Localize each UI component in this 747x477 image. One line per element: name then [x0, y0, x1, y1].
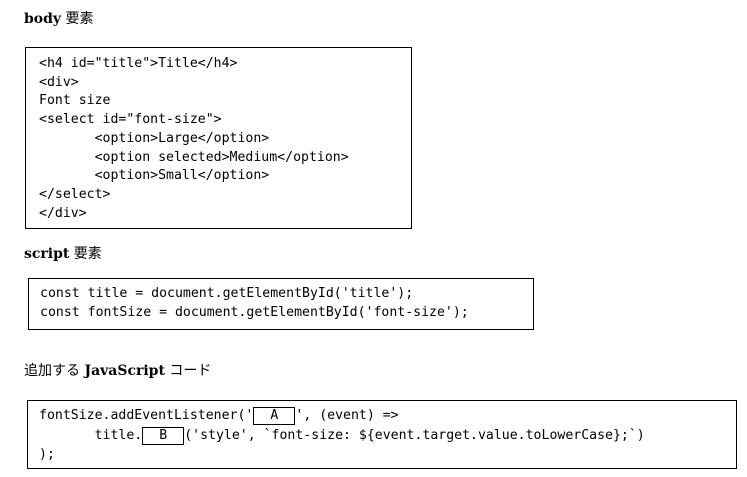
script-element-heading: script 要素: [24, 245, 102, 263]
body-code-line: <select id="font-size">: [39, 112, 222, 127]
line2-post: ('style', `font-size: ${event.target.val…: [184, 428, 645, 443]
body-code-line: <h4 id="title">Title</h4>: [39, 56, 238, 71]
added-heading-bold: JavaScript: [84, 363, 165, 379]
body-code-line: <option>Small</option>: [39, 168, 270, 183]
body-code-line: </div>: [39, 206, 87, 221]
added-code-line-2: title.B('style', `font-size: ${event.tar…: [39, 427, 645, 445]
body-heading-rest: 要素: [61, 11, 94, 27]
body-code-line: </select>: [39, 187, 111, 202]
added-code-line-1: fontSize.addEventListener('A', (event) =…: [39, 407, 399, 425]
script-heading-bold: script: [24, 246, 70, 262]
script-code-box: const title = document.getElementById('t…: [28, 278, 534, 330]
line2-pre: title.: [39, 428, 143, 443]
blank-a: A: [253, 407, 296, 425]
body-heading-bold: body: [24, 11, 62, 27]
body-element-heading: body 要素: [24, 10, 94, 28]
script-code-line: const fontSize = document.getElementById…: [40, 305, 469, 320]
line1-pre: fontSize.addEventListener(': [39, 408, 254, 423]
added-code-line-3: );: [39, 447, 55, 462]
script-code-line: const title = document.getElementById('t…: [40, 286, 414, 301]
blank-b: B: [142, 427, 185, 445]
added-heading-rest: コード: [164, 363, 212, 379]
body-code-line: <option>Large</option>: [39, 131, 270, 146]
body-code-line: <div>: [39, 75, 79, 90]
body-code-box: <h4 id="title">Title</h4> <div> Font siz…: [25, 47, 412, 229]
added-code-heading: 追加する JavaScript コード: [24, 362, 211, 380]
body-code-line: <option selected>Medium</option>: [39, 150, 349, 165]
script-heading-rest: 要素: [69, 246, 102, 262]
body-code-line: Font size: [39, 93, 111, 108]
added-heading-pre: 追加する: [24, 363, 85, 379]
added-code-box: fontSize.addEventListener('A', (event) =…: [27, 400, 737, 469]
line1-post: ', (event) =>: [295, 408, 399, 423]
